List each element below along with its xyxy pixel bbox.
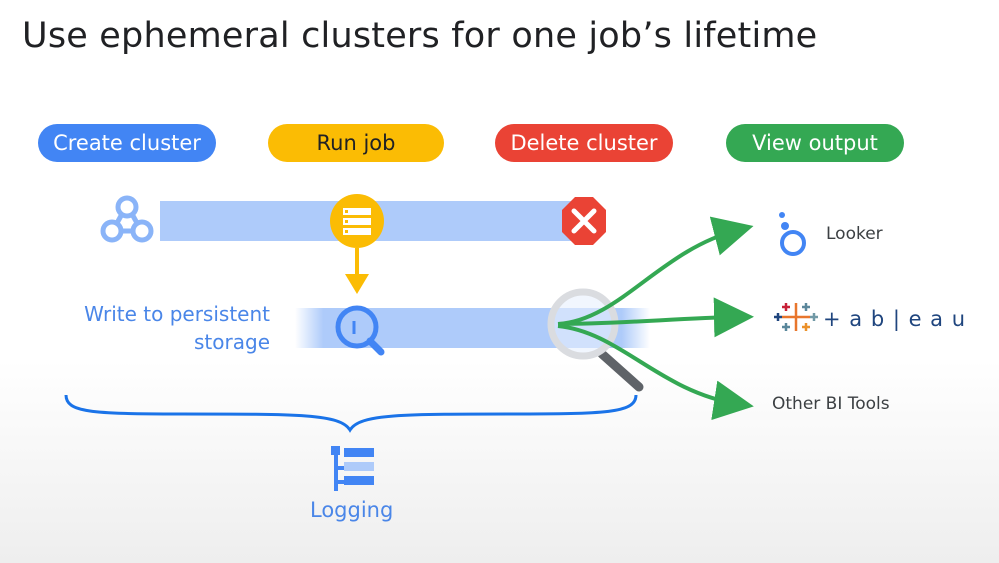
create-cluster-pill: Create cluster bbox=[38, 124, 216, 162]
write-storage-line2: storage bbox=[194, 330, 270, 354]
dataproc-icon bbox=[100, 195, 154, 243]
lifetime-brace bbox=[64, 394, 638, 433]
write-arrow bbox=[345, 248, 369, 294]
run-job-pill: Run job bbox=[268, 124, 444, 162]
delete-cluster-pill: Delete cluster bbox=[495, 124, 673, 162]
looker-label: Looker bbox=[826, 224, 883, 244]
job-server-icon bbox=[330, 194, 384, 248]
view-output-pill: View output bbox=[726, 124, 904, 162]
tableau-wordmark: + a b | e a u bbox=[823, 307, 966, 332]
delete-icon bbox=[562, 197, 606, 245]
tableau-icon bbox=[774, 303, 818, 331]
write-storage-label: Write to persistent storage bbox=[60, 300, 270, 356]
storage-magnifier-icon bbox=[335, 305, 385, 356]
logging-label: Logging bbox=[310, 498, 394, 522]
looker-icon bbox=[779, 212, 806, 256]
write-storage-line1: Write to persistent bbox=[84, 302, 270, 326]
other-bi-tools-label: Other BI Tools bbox=[772, 394, 890, 414]
page-title: Use ephemeral clusters for one job’s lif… bbox=[22, 16, 818, 56]
output-arrows bbox=[557, 216, 754, 421]
logging-icon bbox=[331, 446, 374, 491]
